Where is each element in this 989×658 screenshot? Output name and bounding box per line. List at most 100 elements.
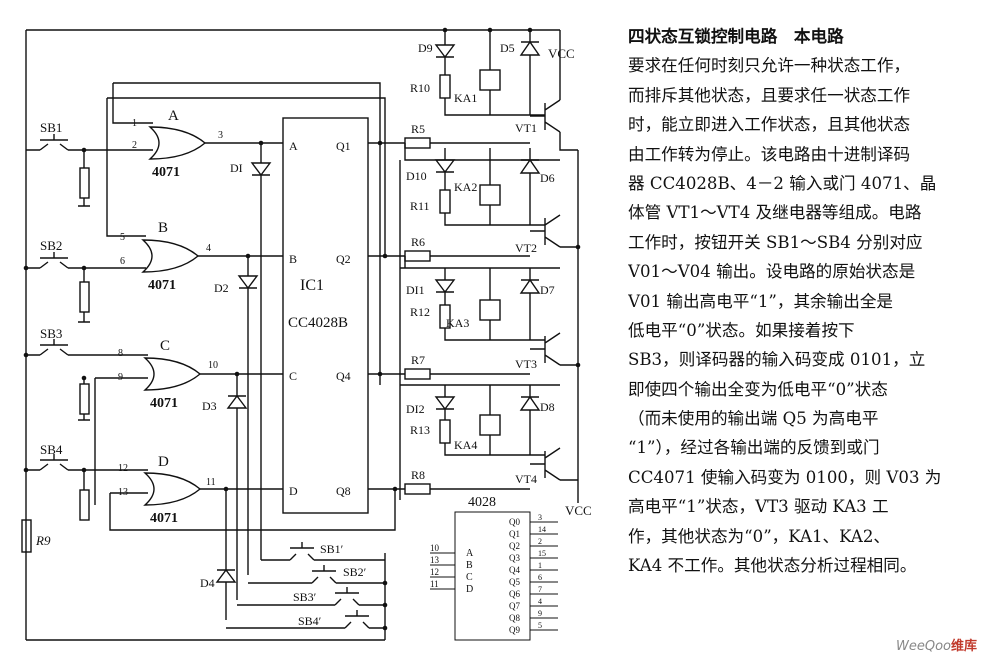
ic-output-q2: Q2 [336,252,351,266]
svg-text:D2: D2 [214,281,229,295]
svg-text:D: D [158,454,169,470]
svg-text:VT4: VT4 [515,472,537,486]
svg-text:10: 10 [430,543,440,553]
stage-feed-wires [379,143,560,500]
vcc-label: VCC [548,46,575,61]
sb1-button[interactable]: SB1 [39,120,69,151]
svg-text:Q9: Q9 [509,625,520,635]
svg-text:3: 3 [218,130,223,141]
text-line-7: 体管 VT1～VT4 及继电器等组成。电路 [628,203,922,223]
svg-text:VT3: VT3 [515,357,537,371]
svg-text:11: 11 [206,477,216,488]
sb3-button[interactable]: SB3 [39,326,69,356]
svg-text:R11: R11 [410,199,430,213]
svg-text:SB1′: SB1′ [320,542,344,556]
svg-text:15: 15 [538,549,546,558]
svg-text:R13: R13 [410,423,430,437]
text-line-2: 要求在任何时刻只允许一种状态工作， [628,56,911,76]
svg-text:7: 7 [538,585,542,594]
svg-text:SB3: SB3 [40,326,62,341]
svg-text:R9: R9 [35,533,51,548]
svg-text:6: 6 [120,256,125,267]
input-pulldown-resistors [78,150,90,521]
svg-text:Q2: Q2 [509,541,520,551]
svg-text:Q0: Q0 [509,517,520,527]
r9-resistor: R9 [21,519,51,553]
sb1-prime-button[interactable]: SB1′ [261,542,385,561]
svg-text:B: B [158,220,168,236]
svg-text:1: 1 [538,561,542,570]
svg-text:4: 4 [538,597,542,606]
feedback-diode-d4: D4 [200,489,237,620]
svg-text:VT2: VT2 [515,241,537,255]
output-stage-4: R8 DI2 R13 KA4 D8 VT4 [368,385,561,495]
svg-text:D: D [466,584,473,595]
text-line-8: 工作时，按钮开关 SB1～SB4 分别对应 [628,232,923,252]
svg-text:4071: 4071 [148,278,176,293]
svg-text:SB1: SB1 [40,120,62,135]
text-line-11: 低电平“0”状态。如果接着按下 [628,320,855,340]
svg-text:11: 11 [430,579,439,589]
svg-text:D9: D9 [418,41,433,55]
sb4-prime-button[interactable]: SB4′ [226,610,385,629]
output-stage-2: R6 D10 R11 KA2 D6 VT2 [368,148,561,268]
sb2-prime-button[interactable]: SB2′ [248,565,385,584]
output-stage-1: R5 D9 R10 KA1 D5 VT1 [368,30,561,161]
svg-text:SB3′: SB3′ [293,590,317,604]
svg-text:DI1: DI1 [406,283,425,297]
sb3-prime-button[interactable]: SB3′ [237,587,385,606]
ic-input-b: B [289,252,297,266]
text-line-16: CC4071 使输入码变为 0100，则 V03 为 [628,467,942,487]
sb4-button[interactable]: SB4 [39,442,69,471]
text-line-4: 时，能立即进入工作状态，且其他状态 [628,115,911,135]
svg-text:D8: D8 [540,400,555,414]
sb2-button[interactable]: SB2 [39,238,69,269]
svg-text:A: A [466,548,474,559]
svg-text:SB4′: SB4′ [298,614,322,628]
watermark-brand: WeeQoo [895,639,951,654]
svg-text:C: C [160,338,170,354]
svg-text:SB2: SB2 [40,238,62,253]
svg-text:12: 12 [430,567,439,577]
svg-text:VT1: VT1 [515,121,537,135]
svg-text:SB2′: SB2′ [343,565,367,579]
text-line-12: SB3，则译码器的输入码变成 0101，立 [628,350,926,370]
or-gate-b: B 4071 5 6 4 [120,220,211,293]
svg-text:R6: R6 [411,235,425,249]
svg-text:4: 4 [206,243,211,254]
svg-text:D10: D10 [406,169,427,183]
svg-text:SB4: SB4 [40,442,63,457]
output-stage-3: R7 DI1 R12 KA3 D7 VT3 [368,268,561,380]
gate-ic-wires [198,142,283,490]
svg-text:13: 13 [430,555,440,565]
pinout-4028: 4028 A B C D 10 13 12 11 Q0 Q1 Q2 Q3 Q4 … [430,495,558,641]
watermark: WeeQoo维库 [896,635,977,654]
svg-text:4071: 4071 [150,511,178,526]
svg-text:2: 2 [132,140,137,151]
svg-text:Q4: Q4 [509,565,520,575]
ic1-body [282,117,369,514]
svg-text:3: 3 [538,513,542,522]
ic-output-q1: Q1 [336,139,351,153]
text-line-19: KA4 不工作。其他状态分析过程相同。 [628,556,917,576]
feedback-diode-d3: D3 [202,374,248,600]
svg-text:9: 9 [538,609,542,618]
top-rail-wire [25,29,560,641]
svg-text:12: 12 [118,463,128,474]
svg-text:10: 10 [208,360,218,371]
ic-input-d: D [289,484,298,498]
svg-text:5: 5 [120,232,125,243]
vcc-bottom-label: VCC [565,503,592,518]
svg-text:4071: 4071 [150,396,178,411]
svg-text:Q7: Q7 [509,601,520,611]
ic-input-a: A [289,139,298,153]
svg-text:Q3: Q3 [509,553,520,563]
feedback-diode-d2: D2 [214,256,259,575]
svg-text:R12: R12 [410,305,430,319]
ic-output-q8: Q8 [336,484,351,498]
svg-text:D3: D3 [202,399,217,413]
svg-text:A: A [168,108,179,124]
ic1-name: IC1 [300,277,324,294]
svg-text:D6: D6 [540,171,555,185]
ic-output-q4: Q4 [336,369,351,383]
